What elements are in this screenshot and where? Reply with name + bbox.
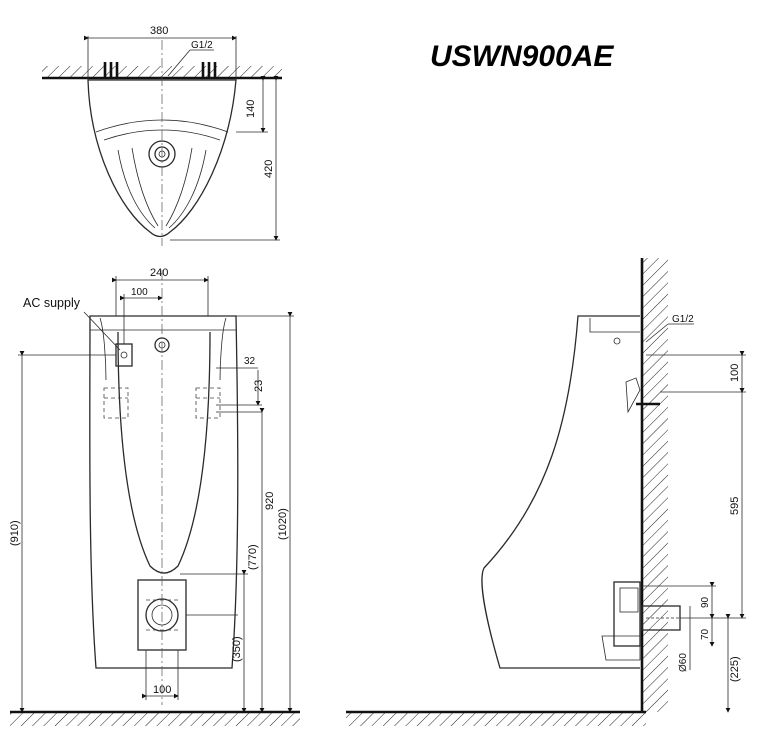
side-body-outline	[481, 315, 640, 669]
front-bracket-offset-dim: 32	[244, 356, 256, 367]
side-pipe-diameter-dim: Ø60	[678, 653, 689, 672]
side-drain-offset-dim: 70	[700, 628, 711, 640]
top-inlet-label: G1/2	[191, 40, 213, 51]
front-bracket-height-dim: 23	[253, 380, 265, 392]
side-inlet-drop-dim: 100	[729, 364, 741, 382]
ac-supply-label: AC supply	[23, 296, 81, 310]
side-view: G1/2 100 595 90 70 Ø60 (225)	[346, 258, 746, 726]
side-floor-hatch	[346, 712, 646, 726]
front-spacing-dim: 240	[150, 267, 168, 279]
front-total-height-dim: (1020)	[277, 508, 289, 540]
side-wall-hatch	[642, 258, 668, 712]
top-bolts	[103, 62, 217, 78]
front-bowl-opening	[117, 331, 211, 574]
top-view: 380 G1/2 140 420	[42, 25, 282, 246]
front-mount-height-dim: (910)	[9, 520, 21, 546]
top-depth-dim: 420	[263, 160, 275, 178]
front-body-outline	[89, 315, 239, 669]
front-drain-width-dim: 100	[153, 684, 171, 696]
front-drain-center-dim: (350)	[231, 636, 243, 662]
side-drain-gap-dim: 90	[700, 596, 711, 608]
front-drain-top-dim: (770)	[247, 544, 259, 570]
side-drain-rise-dim: 595	[729, 497, 741, 515]
front-floor-hatch	[10, 712, 300, 726]
top-width-dim: 380	[150, 25, 168, 37]
front-bracket-elevation-dim: 920	[264, 492, 276, 510]
front-brackets	[103, 387, 221, 419]
top-bowl-outline	[87, 79, 237, 238]
top-inlet-depth-dim: 140	[245, 100, 257, 118]
model-title: USWN900AE	[430, 40, 614, 73]
side-drain-height-dim: (225)	[729, 656, 741, 682]
front-ac-offset-dim: 100	[131, 287, 148, 298]
front-view: AC supply 240 100 32 23	[9, 267, 300, 726]
side-inlet-label: G1/2	[672, 314, 694, 325]
